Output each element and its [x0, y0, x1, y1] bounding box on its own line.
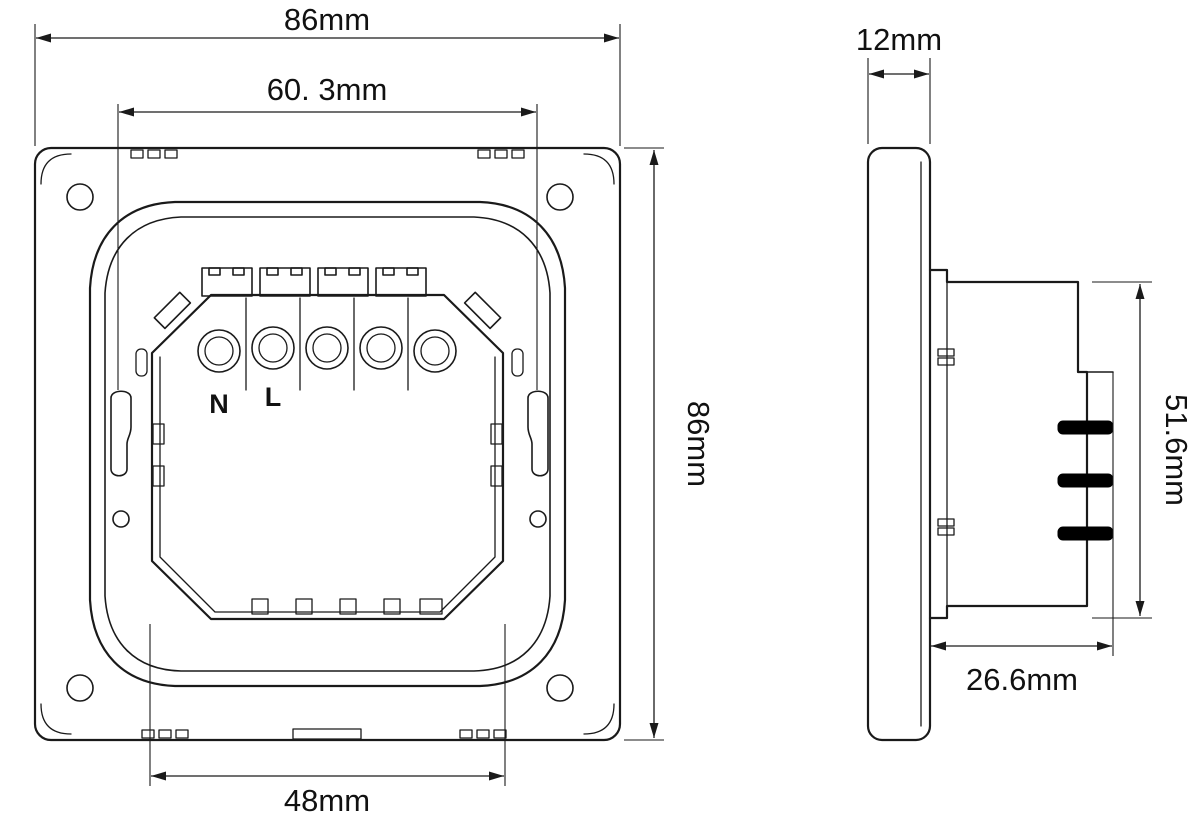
dim-label-total-depth: 26.6mm	[966, 662, 1078, 697]
terminal-label-live: L	[265, 382, 282, 412]
dim-label-body-height: 51.6mm	[1159, 394, 1189, 506]
dim-front-inner-width: 60. 3mm	[117, 72, 538, 390]
mechanism-clips	[135, 348, 524, 615]
plate-edge-tabs	[130, 149, 525, 740]
front-view: N L	[33, 146, 622, 742]
terminal-blocks	[153, 267, 502, 330]
dim-front-outer-width: 86mm	[34, 2, 621, 146]
dim-label-mount-width: 48mm	[284, 783, 370, 818]
mechanism-body-inner-contour	[159, 356, 496, 613]
dim-label-panel-depth: 12mm	[856, 22, 942, 57]
mechanism-body	[150, 293, 505, 621]
dim-front-outer-height: 86mm	[624, 147, 716, 741]
dim-label-outer-width: 86mm	[284, 2, 370, 37]
dim-side-total-depth: 26.6mm	[931, 372, 1114, 697]
mounting-ring-outer	[88, 200, 567, 688]
claw-slots	[110, 390, 549, 528]
dim-label-inner-width: 60. 3mm	[267, 72, 388, 107]
corner-screw-holes	[66, 183, 574, 702]
dim-label-outer-height: 86mm	[681, 401, 716, 487]
front-plate-outline	[33, 146, 622, 742]
side-body-outline	[928, 268, 1089, 620]
terminal-label-neutral: N	[209, 389, 229, 419]
prong-bottom	[1057, 526, 1114, 541]
side-plate-clips	[937, 348, 955, 536]
prong-middle	[1057, 473, 1114, 488]
terminal-dividers	[245, 297, 409, 391]
side-plate-outline	[866, 146, 932, 742]
dim-front-mount-width: 48mm	[149, 624, 506, 818]
plate-corner-contours	[40, 153, 615, 735]
terminal-screws	[197, 326, 457, 373]
dim-side-body-height: 51.6mm	[1092, 281, 1189, 619]
connector-prongs	[1057, 420, 1114, 541]
mounting-ring-inner	[104, 216, 551, 672]
dim-side-panel-depth: 12mm	[856, 22, 942, 144]
side-view	[866, 146, 1114, 742]
prong-top	[1057, 420, 1114, 435]
